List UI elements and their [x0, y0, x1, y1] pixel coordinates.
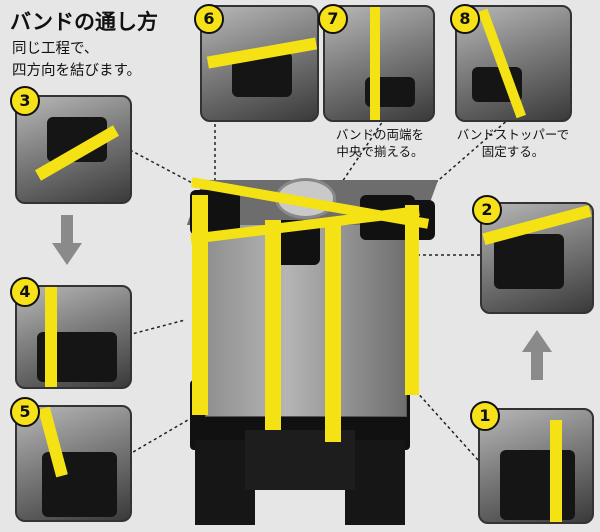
caption-line: バンドの両端を — [335, 127, 425, 142]
step-7-photo — [323, 5, 435, 122]
arrow-down-icon — [52, 215, 82, 265]
caption-line: 固定する。 — [481, 144, 545, 159]
step-6-badge: 6 — [194, 4, 224, 34]
step-8-caption: バンドストッパーで 固定する。 — [448, 126, 578, 160]
caption-line: バンドストッパーで — [456, 127, 570, 142]
step-2-photo — [480, 202, 594, 314]
step-1-photo — [478, 408, 594, 524]
step-2-badge: 2 — [472, 195, 502, 225]
step-8-badge: 8 — [450, 4, 480, 34]
step-5-photo — [15, 405, 132, 522]
step-7-badge: 7 — [318, 4, 348, 34]
product-photo — [150, 150, 450, 530]
caption-line: 中央で揃える。 — [336, 144, 424, 159]
subtitle-line: 四方向を結びます。 — [12, 63, 142, 79]
step-1-badge: 1 — [470, 401, 500, 431]
step-3-photo — [15, 95, 132, 204]
step-4-badge: 4 — [10, 277, 40, 307]
subtitle-line: 同じ工程で、 — [12, 41, 99, 57]
arrow-up-icon — [522, 330, 552, 380]
step-5-badge: 5 — [10, 397, 40, 427]
subtitle: 同じ工程で、 四方向を結びます。 — [12, 38, 141, 82]
step-3-badge: 3 — [10, 86, 40, 116]
page-title: バンドの通し方 — [10, 10, 159, 34]
step-7-caption: バンドの両端を 中央で揃える。 — [325, 126, 435, 160]
